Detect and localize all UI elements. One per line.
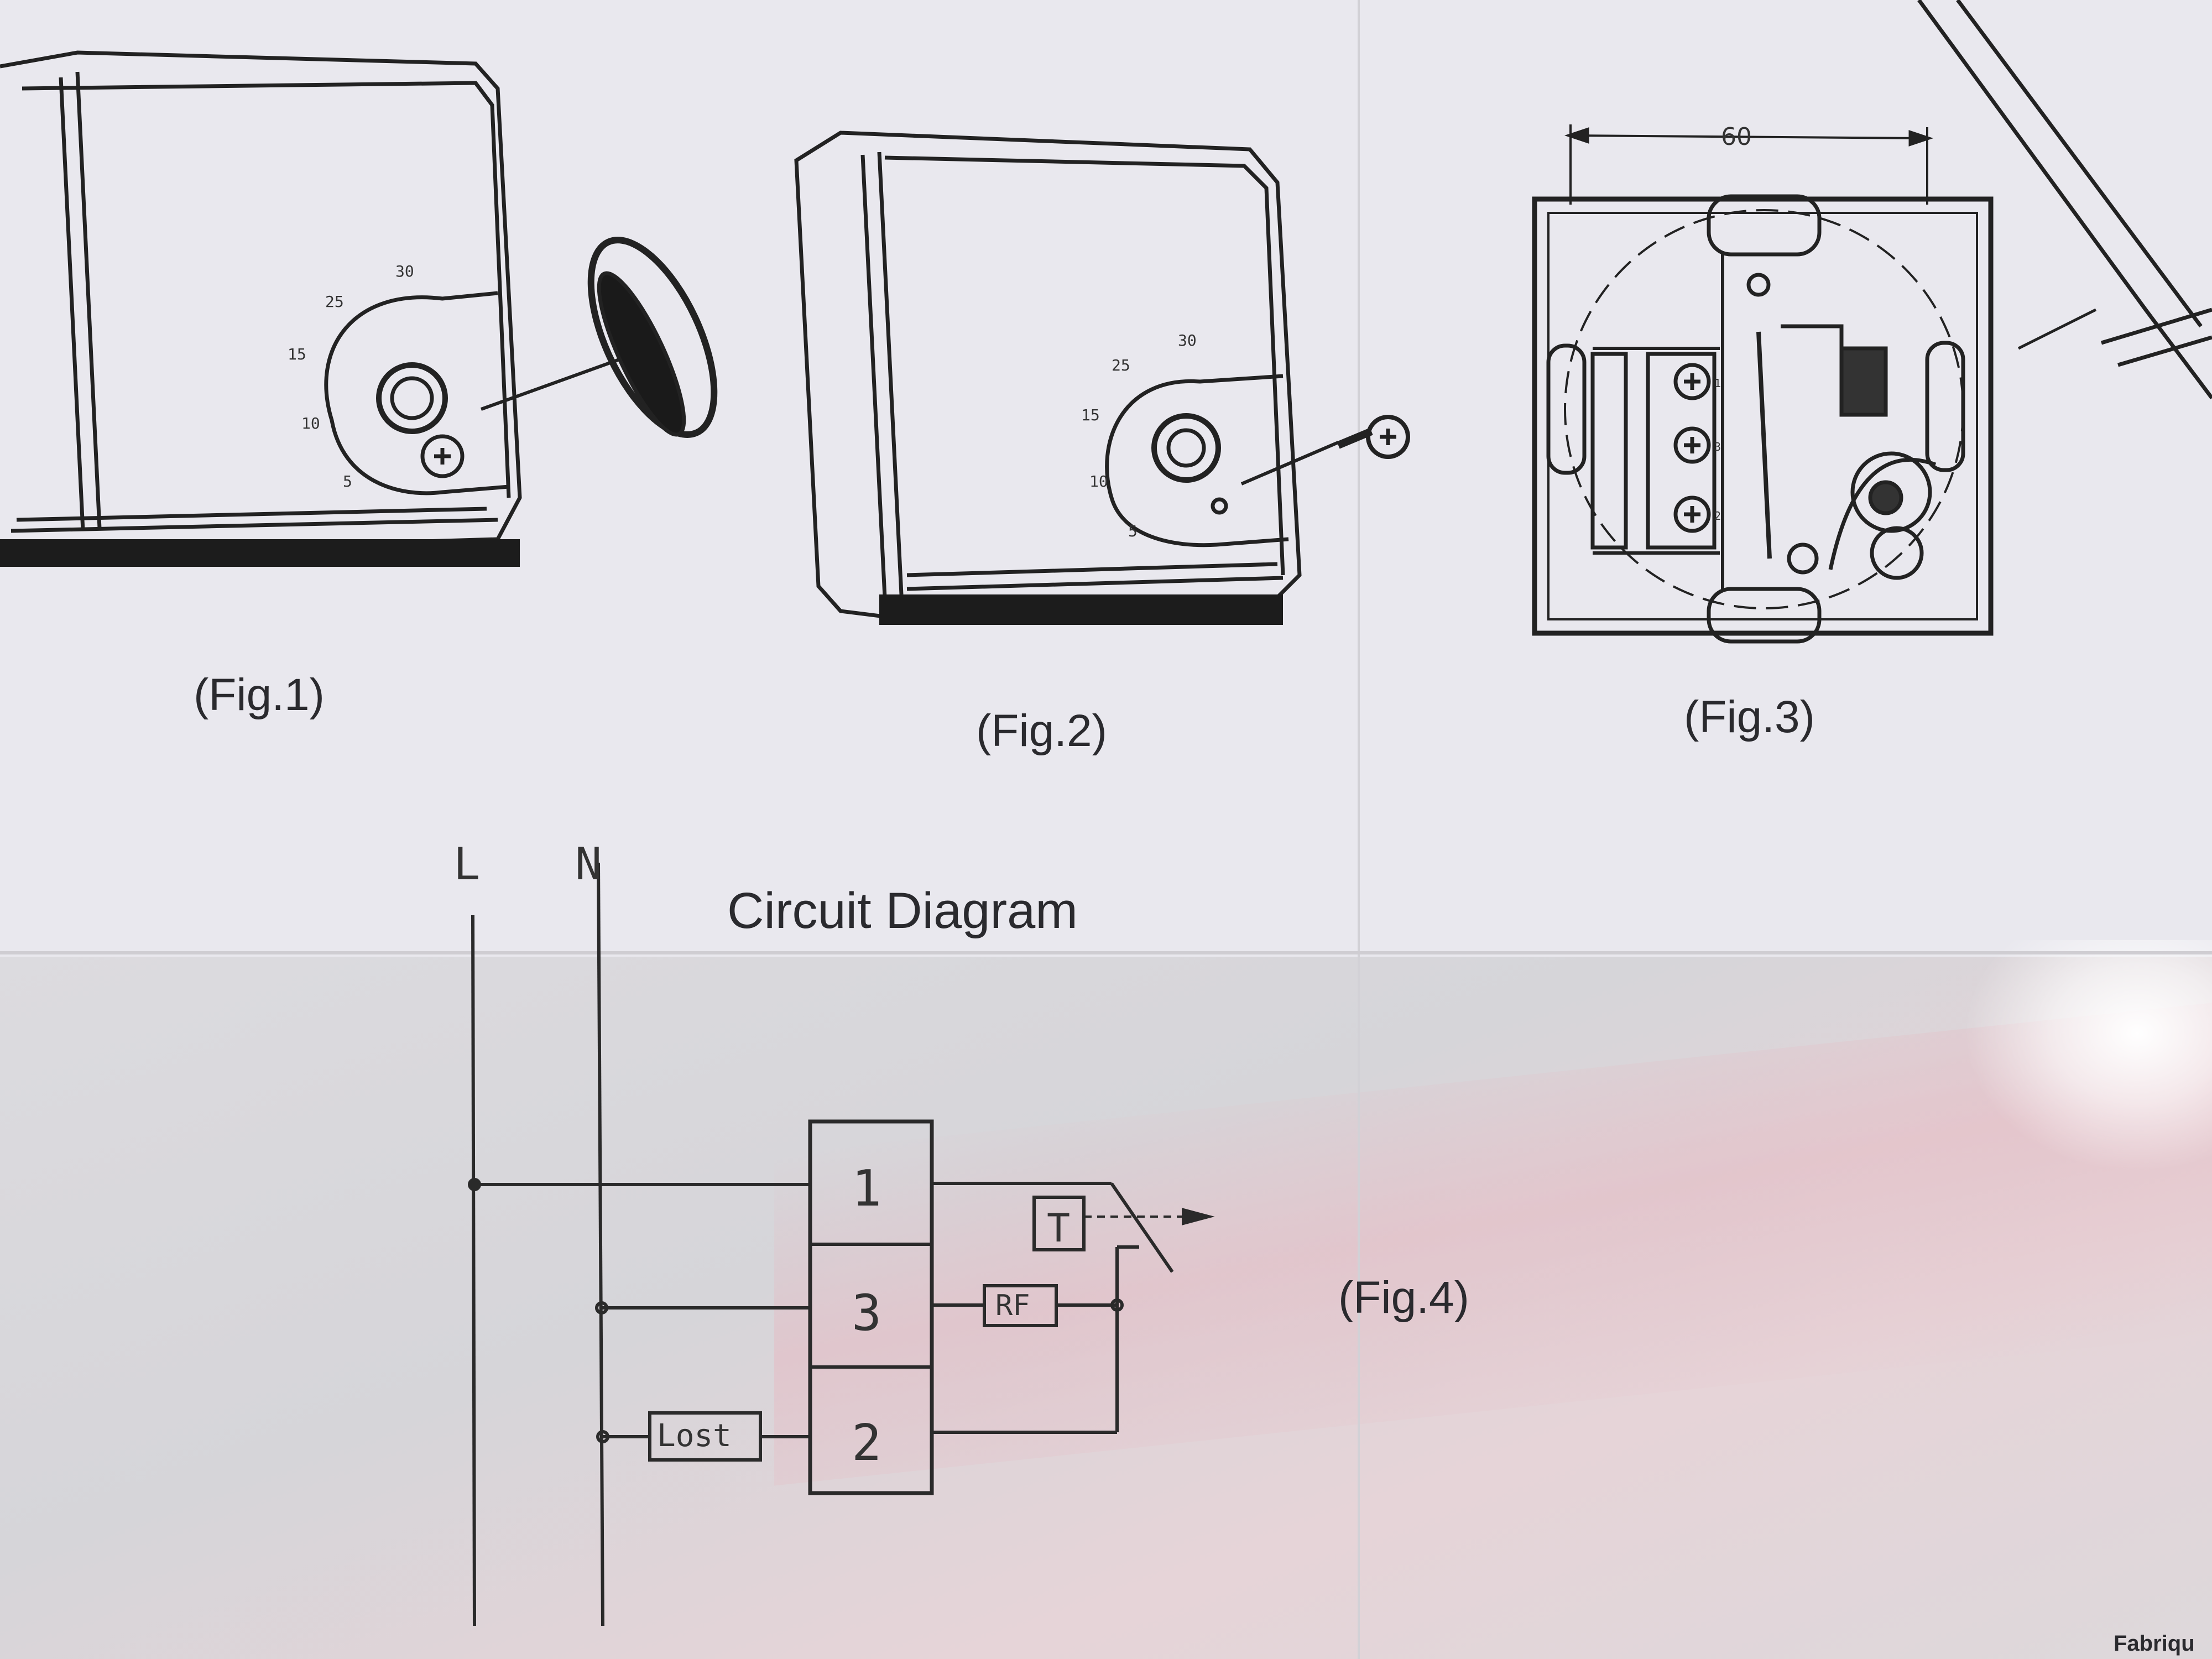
fig-partial-cutoff [1917, 0, 2212, 400]
fig2-caption: (Fig.2) [976, 706, 1107, 756]
rf-label: RF [995, 1289, 1030, 1322]
fig1-dial-25: 25 [325, 293, 344, 311]
vertical-fold-line [1358, 0, 1360, 1659]
lost-box [648, 1411, 762, 1462]
fig3-terminal-2: 2 [1714, 509, 1721, 523]
terminal-1-label: 1 [852, 1160, 881, 1218]
fig3-terminal-1: 1 [1714, 377, 1721, 390]
rf-box [983, 1284, 1058, 1327]
terminal-3-label: 3 [852, 1284, 881, 1342]
footer-text: Fabriqu [2114, 1631, 2195, 1656]
paper-lower-half [0, 957, 2212, 1659]
fig3-terminal-labels: 1 3 2 [1714, 377, 1721, 523]
terminal-2-label: 2 [852, 1414, 881, 1472]
fig2-dial-10: 10 [1089, 472, 1108, 491]
fig2-drawing [794, 131, 1410, 625]
live-line [471, 915, 476, 1626]
switch-contact [1110, 1182, 1174, 1273]
fig2-dial-30: 30 [1178, 331, 1197, 349]
fig1-dial-15: 15 [288, 345, 306, 363]
fig4-caption: (Fig.4) [1338, 1272, 1469, 1323]
fig2-dial-15: 15 [1081, 406, 1100, 424]
neutral-line [597, 862, 604, 1626]
lost-label: Lost [657, 1418, 732, 1454]
fig1-dial-30: 30 [395, 262, 414, 280]
circuit-labels: 1 3 2 T RF Lost L N [453, 838, 1070, 1472]
fig1-dial-labels: 30 25 15 10 5 [288, 262, 414, 491]
fig2-dial-labels: 30 25 15 10 5 [1081, 331, 1197, 540]
fig1-caption: (Fig.1) [194, 670, 325, 720]
fig3-drawing [1532, 124, 1994, 644]
thermostat-box [1032, 1196, 1086, 1251]
fig3-dimension-60: 60 [1721, 123, 1752, 151]
thermostat-label: T [1047, 1206, 1070, 1251]
circuit-wires [468, 862, 1215, 1626]
fig1-dial-10: 10 [301, 414, 320, 432]
fig1-dial-5: 5 [343, 472, 352, 491]
fig2-dial-25: 25 [1112, 356, 1130, 374]
glare-spot [1963, 940, 2212, 1172]
fig3-terminal-3: 3 [1714, 440, 1721, 453]
fig3-caption: (Fig.3) [1684, 692, 1815, 742]
horizontal-fold-line [0, 951, 2212, 954]
live-label: L [453, 838, 480, 890]
fig1-drawing [0, 50, 718, 567]
circuit-diagram-title: Circuit Diagram [727, 883, 1078, 939]
fig3-labels: 60 [1721, 123, 1752, 151]
neutral-label: N [575, 838, 602, 890]
fig2-dial-5: 5 [1128, 522, 1138, 540]
terminal-block [808, 1119, 934, 1495]
